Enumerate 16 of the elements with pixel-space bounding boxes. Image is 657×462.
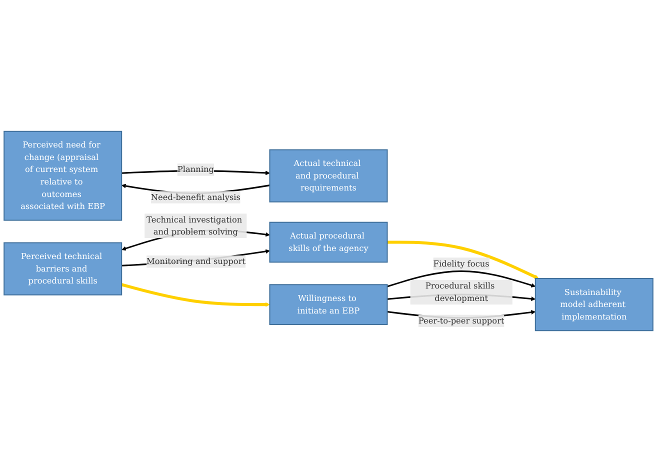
- node-box: Actual technical and procedural requirements: [269, 149, 388, 202]
- node-box: Perceived need for change (appraisal of current system relative to outcomes associated with EBP: [4, 130, 122, 221]
- edge-label: Planning: [177, 164, 214, 174]
- edge-label: Procedural skills development: [425, 281, 495, 304]
- node-box: Perceived technical barriers and procedural skills: [4, 242, 122, 296]
- node-box: Actual procedural skills of the agency: [269, 222, 388, 263]
- arrow: [121, 283, 270, 307]
- edge-label: Fidelity focus: [433, 258, 490, 268]
- edge-label: Need-benefit analysis: [150, 192, 240, 202]
- edge-label: Technical investigation and problem solving: [146, 214, 242, 237]
- arrow: [387, 240, 539, 280]
- node-box: Willingness to initiate an EBP: [269, 284, 388, 325]
- edge-label: Monitoring and support: [146, 256, 246, 266]
- edge-label: Peer-to-peer support: [418, 316, 504, 326]
- node-box: Sustainability model adherent implementation: [534, 278, 654, 332]
- arrow: [387, 270, 536, 288]
